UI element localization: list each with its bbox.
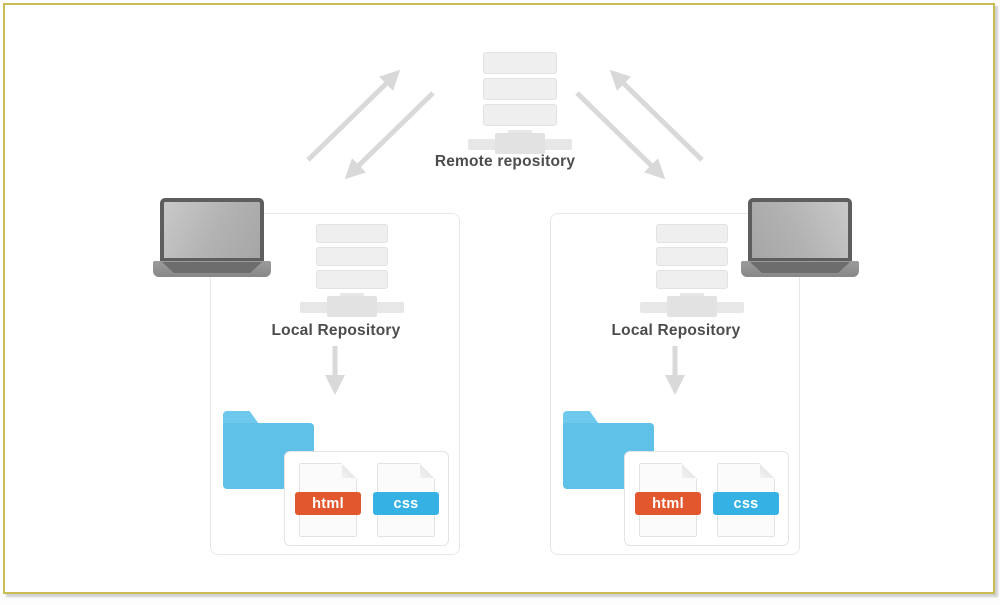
files-card: html css [284, 451, 449, 546]
remote-repository-label: Remote repository [434, 153, 576, 170]
local-repository-label: Local Repository [271, 322, 401, 339]
html-file-icon [639, 463, 697, 537]
local-repository-box-left: Local Repository html css [153, 198, 460, 555]
laptop-icon [153, 198, 271, 278]
css-file-icon [377, 463, 435, 537]
css-file-icon [717, 463, 775, 537]
html-file-icon [299, 463, 357, 537]
local-server-icon [300, 224, 404, 317]
files-card: html css [624, 451, 789, 546]
remote-server-icon [468, 52, 572, 154]
laptop-icon [741, 198, 859, 278]
local-repository-label: Local Repository [611, 322, 741, 339]
local-repository-box-right: Local Repository html css [550, 198, 859, 555]
diagram-canvas: Remote repository Local Repository [5, 5, 993, 592]
up-right-arrow-icon [306, 69, 401, 162]
up-left-arrow-icon [609, 69, 704, 162]
diagram-frame: Remote repository Local Repository [3, 3, 995, 594]
local-server-icon [640, 224, 744, 317]
